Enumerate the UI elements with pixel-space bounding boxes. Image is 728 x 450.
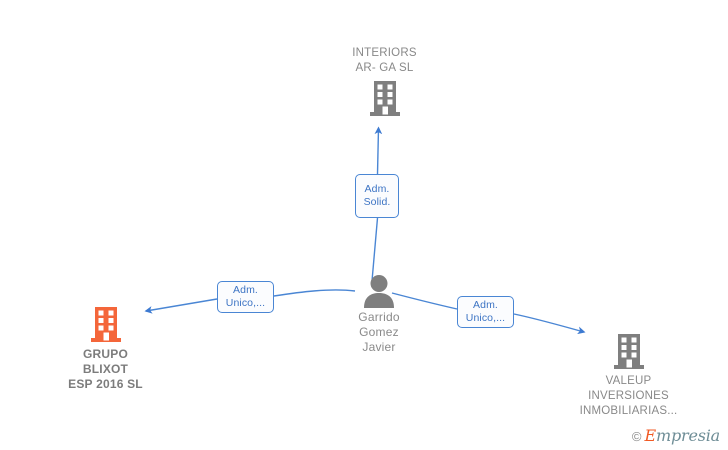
node-label-person: Garrido Gomez Javier — [358, 310, 400, 354]
node-valeup-inversiones-inmobiliarias[interactable]: VALEUP INVERSIONES INMOBILIARIAS... — [556, 332, 701, 419]
brand-initial: E — [644, 426, 657, 445]
edge-label-adm-unico-valeup[interactable]: Adm. Unico,... — [457, 296, 514, 328]
node-label-valeup: VALEUP INVERSIONES INMOBILIARIAS... — [579, 375, 678, 417]
node-person-garrido-gomez-javier[interactable]: Garrido Gomez Javier — [321, 274, 437, 355]
node-label-interiors: INTERIORS AR- GA SL — [352, 47, 417, 74]
edge-person-to-blixot[interactable] — [144, 289, 356, 314]
brand-logo: Empresia — [644, 426, 721, 445]
edge-label-adm-solid[interactable]: Adm. Solid. — [355, 174, 399, 218]
node-interiors-ar-ga-sl[interactable]: INTERIORS AR- GA SL — [312, 46, 457, 119]
building-icon — [369, 79, 401, 119]
edge-label-adm-unico-blixot[interactable]: Adm. Unico,... — [217, 281, 274, 313]
copyright-icon: © — [631, 428, 642, 444]
node-grupo-blixot-esp-2016-sl[interactable]: GRUPO BLIXOT ESP 2016 SL — [38, 305, 173, 392]
person-icon — [361, 274, 397, 308]
edge-person-to-interiors[interactable] — [371, 126, 383, 282]
building-icon — [613, 332, 645, 372]
building-icon — [90, 305, 122, 345]
brand-name: mpresia — [656, 426, 720, 445]
edge-person-to-valeup[interactable] — [391, 292, 586, 335]
watermark: © Empresia — [632, 428, 720, 444]
node-label-blixot: GRUPO BLIXOT ESP 2016 SL — [68, 347, 143, 391]
